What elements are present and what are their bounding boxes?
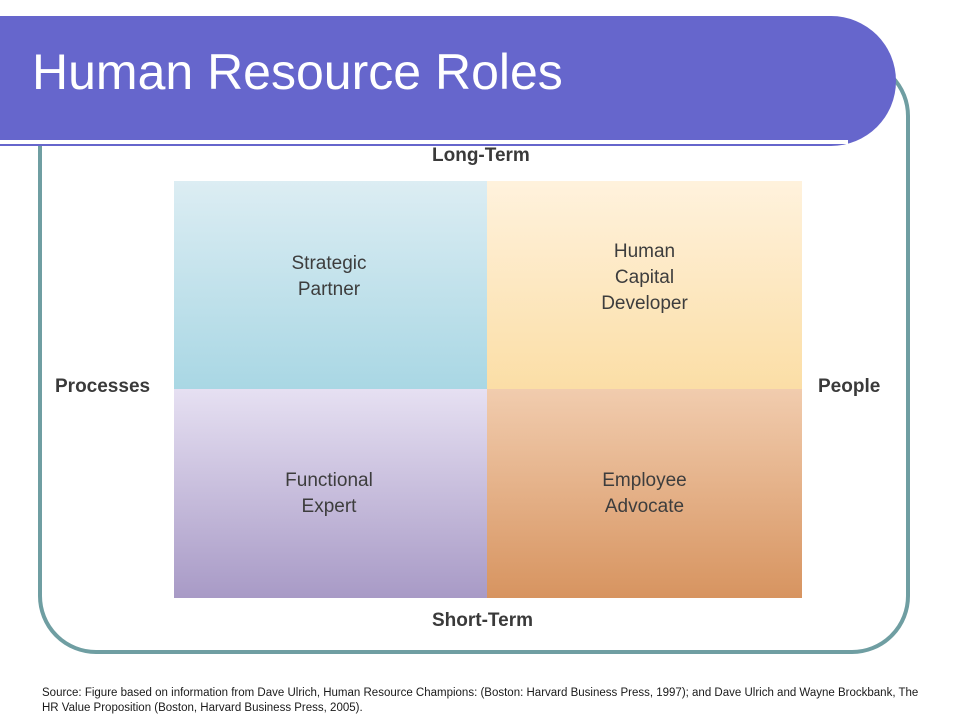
source-citation: Source: Figure based on information from…: [42, 687, 919, 714]
slide-title: Human Resource Roles: [32, 44, 563, 100]
axis-label-left: Processes: [55, 376, 151, 397]
title-bar: [0, 16, 896, 146]
axis-label-right: People: [818, 376, 881, 397]
quadrant-employee-advocate: Employee Advocate: [487, 389, 802, 598]
axis-label-bottom: Short-Term: [432, 610, 533, 631]
quadrant-human-capital-developer: Human Capital Developer: [487, 181, 802, 389]
quadrant-label: Strategic Partner: [291, 253, 367, 300]
quadrant-label: Human Capital Developer: [601, 241, 688, 314]
axis-label-top: Long-Term: [432, 145, 530, 166]
quadrant-functional-expert: Functional Expert: [174, 389, 487, 598]
quadrant-label: Employee Advocate: [602, 469, 687, 517]
quadrant-label: Functional Expert: [285, 469, 373, 517]
title-underline: [0, 140, 848, 144]
quadrant-strategic-partner: Strategic Partner: [174, 181, 487, 389]
